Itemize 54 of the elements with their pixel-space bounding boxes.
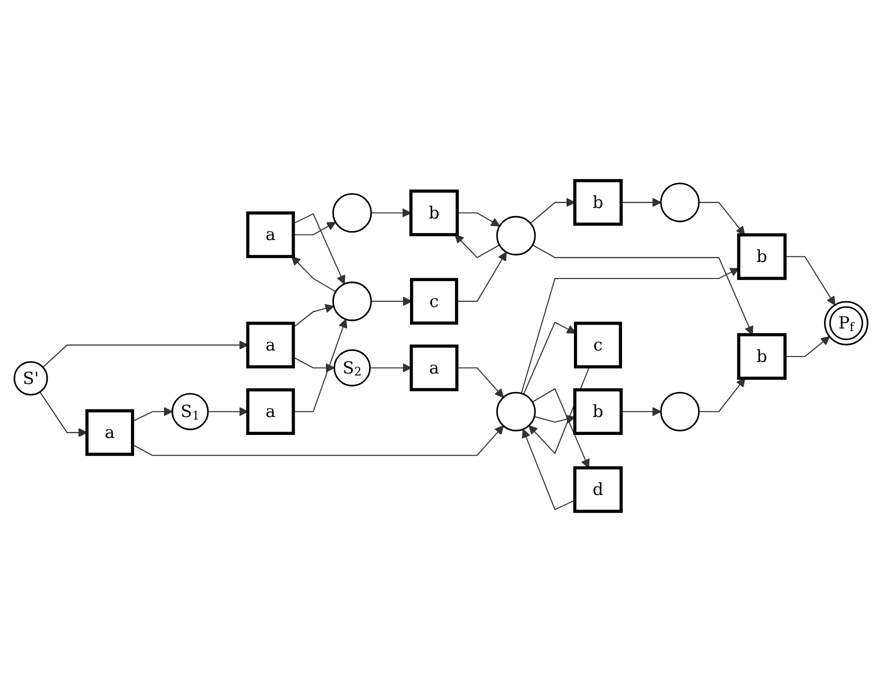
- node-box: [573, 388, 623, 434]
- node-circle: [660, 391, 700, 431]
- arrow: [293, 221, 336, 235]
- node-box: [246, 321, 295, 368]
- node-circle: [496, 391, 536, 431]
- arrow: [42, 340, 248, 368]
- node-box: [85, 408, 134, 456]
- node-circle: [332, 281, 372, 321]
- arrow: [621, 197, 662, 207]
- node-box: [409, 189, 459, 236]
- arrow: [522, 428, 576, 510]
- node-box: [574, 321, 622, 368]
- node-box: [246, 388, 295, 434]
- arrow: [208, 406, 248, 416]
- arrow: [454, 234, 500, 258]
- arrow: [785, 256, 836, 305]
- arrow: [370, 362, 412, 372]
- node-box: [246, 210, 295, 258]
- node-box: [573, 466, 623, 512]
- node-circle: [172, 392, 209, 430]
- arrow: [698, 377, 746, 412]
- node-box: [573, 178, 623, 226]
- node-circle: [824, 300, 868, 345]
- arrow: [457, 212, 500, 226]
- node-box: [410, 277, 458, 324]
- arrow: [293, 212, 346, 284]
- node-circle: [334, 348, 371, 386]
- node-circle: [660, 182, 700, 222]
- arrow: [520, 267, 740, 393]
- arrow: [785, 336, 830, 356]
- arrow: [534, 414, 576, 424]
- arrow: [132, 424, 504, 456]
- arrow: [39, 391, 88, 437]
- arrow: [698, 201, 745, 235]
- arrow: [530, 197, 576, 224]
- node-circle: [14, 360, 48, 396]
- node-circle: [496, 215, 536, 255]
- arrow: [371, 208, 412, 217]
- arrow: [293, 318, 348, 412]
- arrow: [532, 244, 754, 335]
- arrow: [371, 296, 412, 306]
- arrow: [291, 256, 336, 292]
- node-box: [737, 332, 787, 380]
- arrow: [456, 251, 507, 302]
- node-box: [410, 344, 458, 391]
- arrow: [132, 406, 173, 422]
- arrow: [532, 388, 590, 468]
- arrow: [523, 321, 576, 394]
- arrow: [456, 366, 504, 398]
- arrow: [293, 303, 334, 328]
- arrow: [293, 356, 335, 372]
- node-box: [737, 232, 787, 280]
- node-circle: [332, 192, 372, 232]
- arrow: [621, 406, 662, 416]
